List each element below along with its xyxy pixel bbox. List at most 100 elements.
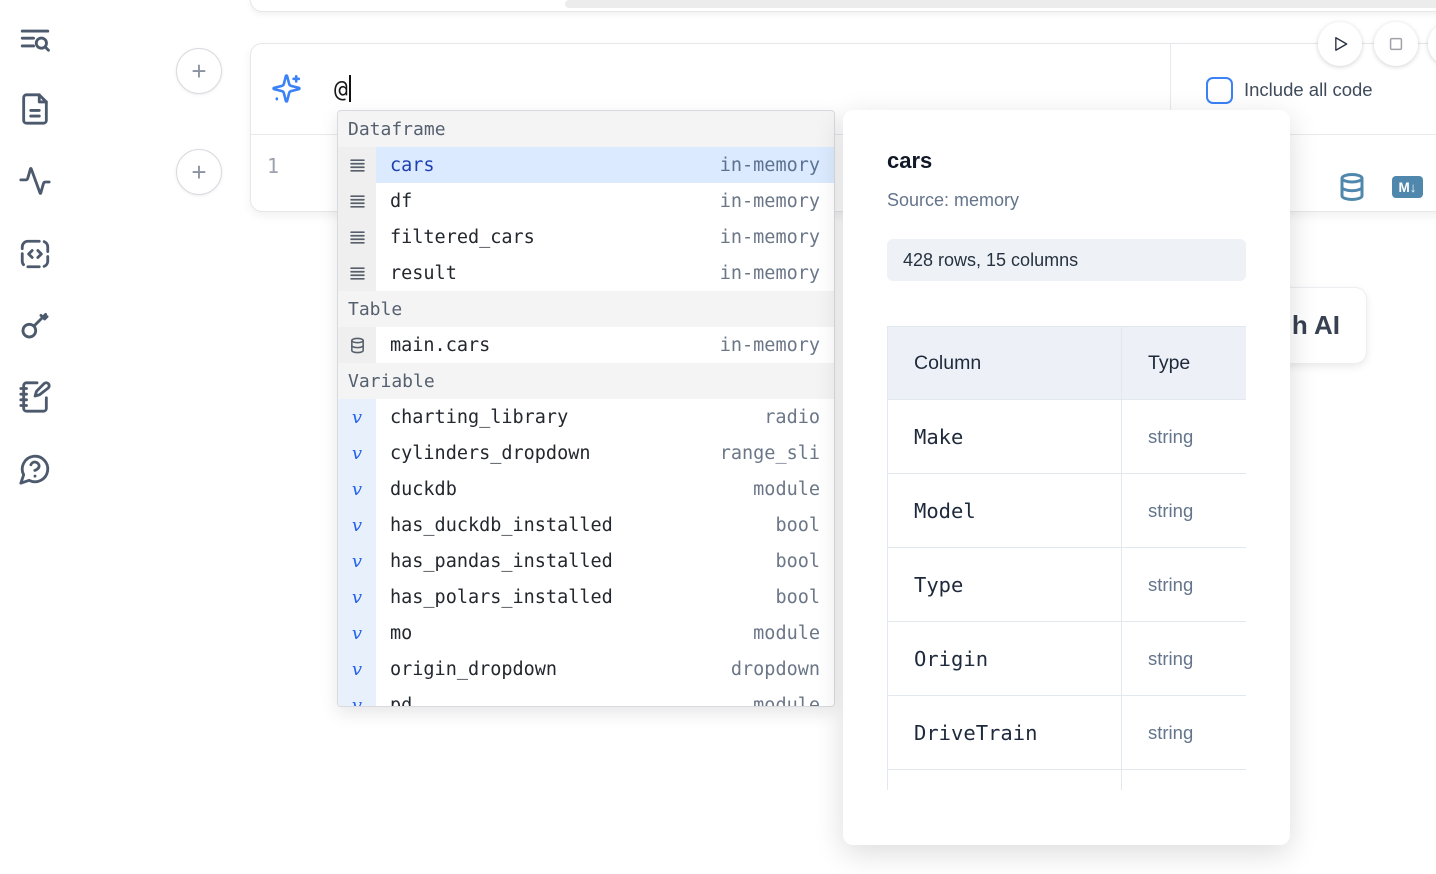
schema-column-name: Make	[887, 399, 1122, 474]
sidebar	[0, 0, 68, 874]
schema-column-name	[887, 769, 1122, 790]
item-type: dropdown	[730, 658, 820, 680]
item-type: bool	[775, 586, 820, 608]
schema-column-type: string	[1121, 695, 1246, 770]
file-document-icon[interactable]	[18, 92, 52, 126]
autocomplete-section-header: Dataframe	[338, 111, 834, 147]
help-chat-icon[interactable]	[18, 452, 52, 486]
run-button[interactable]	[1318, 22, 1362, 66]
variable-v-icon: v	[338, 471, 376, 507]
item-type: range_sli	[719, 442, 820, 464]
variable-v-icon: v	[338, 615, 376, 651]
add-cell-below-button[interactable]: +	[176, 149, 222, 195]
autocomplete-item-cars[interactable]: cars in-memory	[338, 147, 834, 183]
schema-header-type: Type	[1121, 326, 1246, 400]
dataframe-preview-popover: cars Source: memory 428 rows, 15 columns…	[843, 110, 1290, 845]
stop-button[interactable]	[1374, 22, 1418, 66]
database-icon[interactable]	[1337, 171, 1367, 203]
ai-prompt-input[interactable]: @	[334, 75, 351, 103]
item-type: module	[753, 478, 820, 500]
include-all-code-checkbox[interactable]	[1206, 77, 1233, 104]
markdown-export-icon[interactable]: M↓	[1392, 176, 1423, 198]
dataframe-rows-icon	[338, 255, 376, 291]
item-name: mo	[390, 622, 413, 644]
dataframe-rows-icon	[338, 147, 376, 183]
variable-v-icon: v	[338, 651, 376, 687]
schema-column-type: string	[1121, 547, 1246, 622]
line-number: 1	[266, 154, 280, 178]
preview-shape-badge: 428 rows, 15 columns	[887, 239, 1246, 281]
more-button-partial[interactable]	[1428, 22, 1436, 66]
variable-v-icon: v	[338, 579, 376, 615]
horizontal-scrollbar-thumb[interactable]	[565, 0, 1436, 8]
toc-search-icon[interactable]	[18, 24, 52, 58]
item-type: in-memory	[719, 334, 820, 356]
item-name: has_duckdb_installed	[390, 514, 613, 536]
text-caret	[348, 75, 351, 102]
autocomplete-item-charting_library[interactable]: v charting_library radio	[338, 399, 834, 435]
item-name: pd	[390, 694, 413, 707]
schema-column-type: string	[1121, 621, 1246, 696]
item-type: in-memory	[719, 262, 820, 284]
dataframe-rows-icon	[338, 219, 376, 255]
schema-header-column: Column	[887, 326, 1122, 400]
variable-v-icon: v	[338, 507, 376, 543]
item-name: duckdb	[390, 478, 457, 500]
schema-column-type: string	[1121, 399, 1246, 474]
key-icon[interactable]	[18, 308, 52, 342]
autocomplete-item-pd[interactable]: v pd module	[338, 687, 834, 707]
activity-icon[interactable]	[18, 165, 52, 199]
add-cell-above-button[interactable]: +	[176, 48, 222, 94]
variable-v-icon: v	[338, 687, 376, 706]
variable-v-icon: v	[338, 399, 376, 435]
autocomplete-section-header: Table	[338, 291, 834, 327]
sparkles-ai-icon	[271, 73, 302, 104]
item-name: df	[390, 190, 413, 212]
autocomplete-item-has_polars_installed[interactable]: v has_polars_installed bool	[338, 579, 834, 615]
schema-column-name: Model	[887, 473, 1122, 548]
schema-column-name: Origin	[887, 621, 1122, 696]
schema-column-type	[1121, 769, 1246, 790]
item-type: in-memory	[719, 190, 820, 212]
preview-source: Source: memory	[887, 190, 1020, 210]
item-name: origin_dropdown	[390, 658, 558, 680]
item-type: radio	[764, 406, 820, 428]
code-snippets-icon[interactable]	[18, 237, 52, 271]
item-type: module	[753, 622, 820, 644]
autocomplete-item-result[interactable]: result in-memory	[338, 255, 834, 291]
database-icon	[338, 327, 376, 363]
item-name: cars	[390, 154, 435, 176]
variable-v-icon: v	[338, 435, 376, 471]
notebook-pen-icon[interactable]	[18, 380, 52, 414]
autocomplete-dropdown: Dataframe cars in-memory df in-memory filtere…	[337, 110, 835, 707]
autocomplete-item-origin_dropdown[interactable]: v origin_dropdown dropdown	[338, 651, 834, 687]
item-name: result	[390, 262, 457, 284]
include-all-code-label: Include all code	[1244, 79, 1373, 100]
item-type: in-memory	[719, 154, 820, 176]
item-name: charting_library	[390, 406, 569, 428]
item-name: cylinders_dropdown	[390, 442, 591, 464]
item-name: has_polars_installed	[390, 586, 613, 608]
item-type: module	[753, 694, 820, 707]
item-name: has_pandas_installed	[390, 550, 613, 572]
input-divider	[1170, 44, 1171, 134]
schema-column-name: DriveTrain	[887, 695, 1122, 770]
autocomplete-section-header: Variable	[338, 363, 834, 399]
dataframe-rows-icon	[338, 183, 376, 219]
autocomplete-item-df[interactable]: df in-memory	[338, 183, 834, 219]
autocomplete-item-cylinders_dropdown[interactable]: v cylinders_dropdown range_sli	[338, 435, 834, 471]
schema-column-type: string	[1121, 473, 1246, 548]
autocomplete-item-main.cars[interactable]: main.cars in-memory	[338, 327, 834, 363]
item-name: main.cars	[390, 334, 491, 356]
